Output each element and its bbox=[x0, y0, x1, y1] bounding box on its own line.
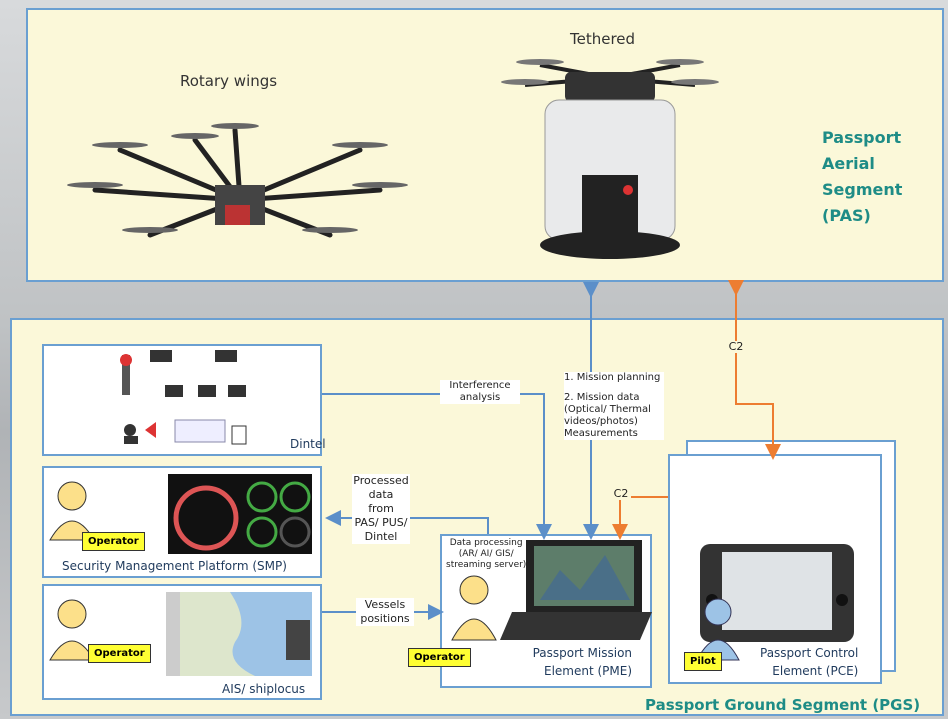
pilot-badge: Pilot bbox=[684, 652, 722, 671]
mission-note: 1. Mission planning 2. Mission data(Opti… bbox=[564, 372, 664, 440]
c2-mid-label: C2 bbox=[611, 488, 631, 500]
pgs-label: Passport Ground Segment (PGS) bbox=[645, 696, 921, 714]
rotary-wings-label: Rotary wings bbox=[180, 72, 278, 90]
smp-label: Security Management Platform (SMP) bbox=[62, 559, 287, 573]
operator-badge-ais: Operator bbox=[88, 644, 151, 663]
operator-badge-smp: Operator bbox=[82, 532, 145, 551]
dintel-box bbox=[42, 344, 322, 456]
operator-badge-pme: Operator bbox=[408, 648, 471, 667]
tethered-label: Tethered bbox=[570, 30, 636, 48]
aerial-segment-panel bbox=[26, 8, 944, 282]
pme-processing-label: Data processing(AR/ AI/ GIS/streaming se… bbox=[446, 538, 527, 570]
c2-top-label: C2 bbox=[726, 341, 746, 353]
ais-label: AIS/ shiplocus bbox=[222, 682, 306, 696]
dintel-label: Dintel bbox=[290, 437, 326, 451]
